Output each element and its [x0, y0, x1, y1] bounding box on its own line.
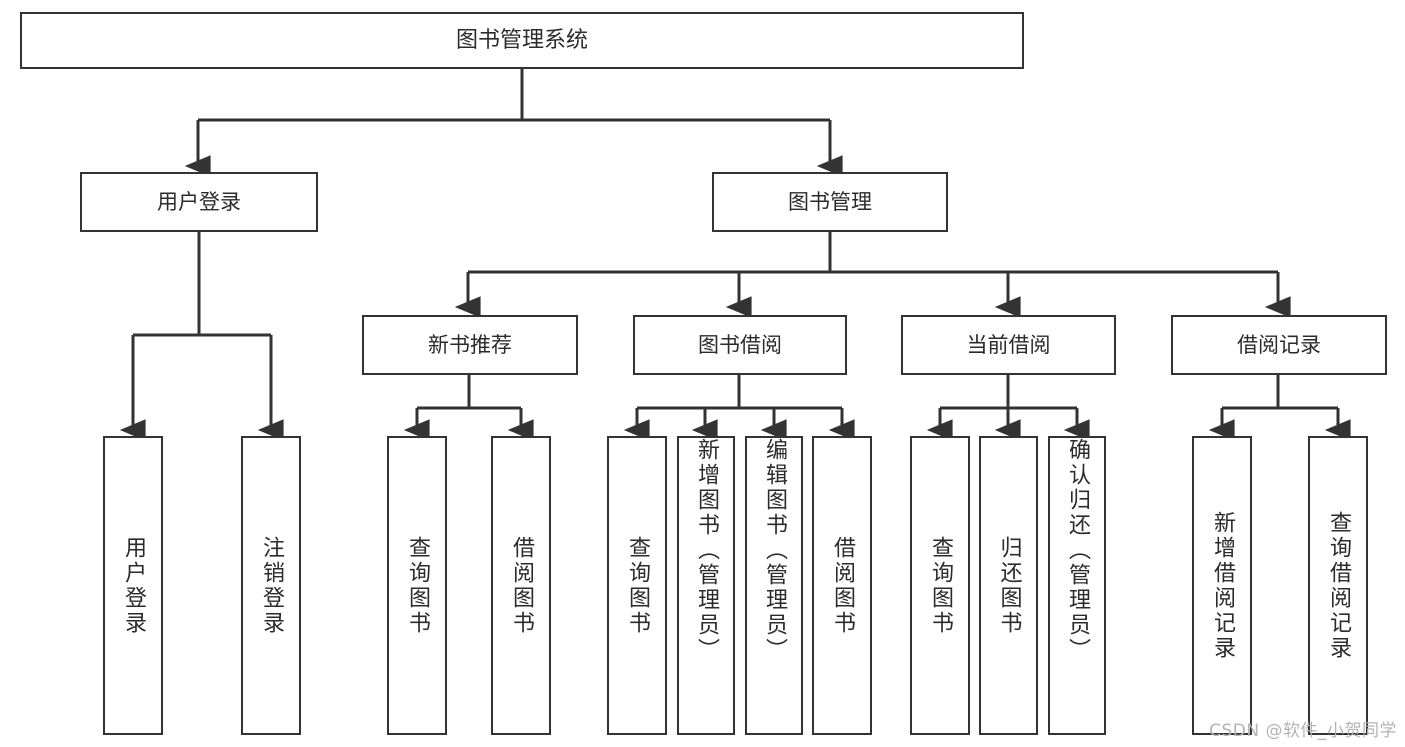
current-borrow-connectors	[926, 375, 1090, 441]
node-leaf-confirm-return-admin[interactable]: 确认归还（管理员）	[1048, 436, 1106, 735]
csdn-watermark: CSDN @软件_小贺同学	[1209, 721, 1397, 741]
node-label: 图书借阅	[698, 332, 782, 357]
node-label: 新书推荐	[428, 332, 512, 357]
node-book-borrow[interactable]: 图书借阅	[633, 315, 847, 375]
node-label: 查询借阅记录	[1326, 510, 1351, 661]
node-new-book-recommend[interactable]: 新书推荐	[362, 315, 578, 375]
node-label: 用户登录	[121, 535, 146, 636]
user-login-connectors	[119, 232, 284, 441]
node-leaf-borrow-book-recommend[interactable]: 借阅图书	[491, 436, 551, 735]
node-leaf-query-book-borrow[interactable]: 查询图书	[607, 436, 667, 735]
node-borrow-record[interactable]: 借阅记录	[1171, 315, 1387, 375]
book-manage-connectors	[454, 232, 1291, 318]
node-leaf-return-book[interactable]: 归还图书	[979, 436, 1038, 735]
node-label: 图书管理	[788, 189, 872, 214]
node-label: 图书管理系统	[455, 27, 588, 53]
node-label: 查询图书	[405, 535, 430, 636]
node-label: 注销登录	[259, 535, 284, 636]
node-label: 借阅图书	[830, 535, 855, 636]
node-leaf-user-login[interactable]: 用户登录	[103, 436, 163, 735]
node-label: 归还图书	[996, 535, 1022, 636]
node-label: 查询图书	[928, 535, 953, 636]
node-book-management[interactable]: 图书管理	[712, 172, 948, 232]
node-label: 借阅记录	[1237, 332, 1321, 357]
node-label: 用户登录	[157, 189, 241, 214]
node-label: 借阅图书	[509, 535, 534, 636]
node-leaf-logout[interactable]: 注销登录	[241, 436, 301, 735]
node-root-system[interactable]: 图书管理系统	[20, 12, 1024, 69]
node-label: 新增图书（管理员）	[694, 438, 719, 663]
node-label: 新增借阅记录	[1210, 510, 1235, 661]
node-leaf-query-book-current[interactable]: 查询图书	[910, 436, 970, 735]
root-connectors	[184, 69, 843, 177]
node-leaf-edit-book-admin[interactable]: 编辑图书（管理员）	[745, 436, 803, 735]
node-leaf-query-book-recommend[interactable]: 查询图书	[387, 436, 447, 735]
node-current-borrow[interactable]: 当前借阅	[901, 315, 1116, 375]
node-label: 查询图书	[625, 535, 650, 636]
node-leaf-query-borrow-record[interactable]: 查询借阅记录	[1308, 436, 1368, 735]
new-book-connectors	[403, 375, 534, 441]
node-label: 确认归还（管理员）	[1065, 438, 1090, 663]
node-leaf-add-book-admin[interactable]: 新增图书（管理员）	[677, 436, 735, 735]
node-label: 编辑图书（管理员）	[762, 438, 787, 663]
node-user-login[interactable]: 用户登录	[80, 172, 318, 232]
node-label: 当前借阅	[966, 332, 1051, 357]
borrow-record-connectors	[1208, 375, 1351, 441]
book-borrow-connectors	[623, 375, 855, 441]
node-leaf-add-borrow-record[interactable]: 新增借阅记录	[1192, 436, 1252, 735]
node-leaf-borrow-book[interactable]: 借阅图书	[812, 436, 872, 735]
